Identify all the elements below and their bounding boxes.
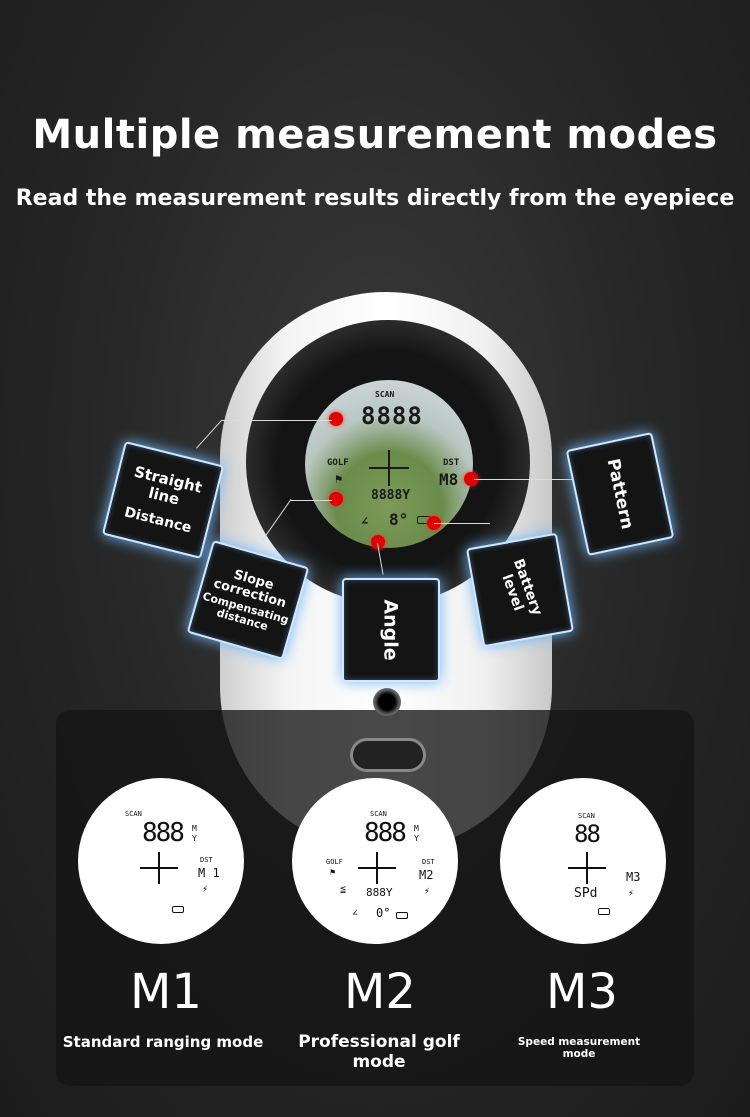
callout-straight-line-distance: Straight line Distance [101,441,225,559]
m1-dst-label: DST [200,856,213,864]
m1-unit-top: M [192,824,197,833]
m2-angle-readout: 0° [376,906,391,920]
lens-distance-readout: 8888 [361,402,423,430]
leader-distance-diag [196,419,223,449]
mode-m3-name: M3 [546,964,618,1020]
m1-mode-readout: M 1 [198,866,220,880]
lens-dst-label: DST [443,458,460,468]
m1-scan-label: SCAN [125,810,142,818]
usb-c-port [350,738,426,772]
m2-unit-top: M [414,824,419,833]
m3-mode-readout: M3 [626,870,641,884]
m2-mode-readout: M2 [419,868,434,882]
mode-display-m2: SCAN 888 M Y GOLF ⚑ DST M2 ≦ 888Y ⚡ ∠ 0° [292,778,458,944]
page-subtitle: Read the measurement results directly fr… [15,186,735,211]
mode-display-m3: SCAN 88 M3 SPd ⚡ [500,778,666,944]
m3-lightning-icon: ⚡ [628,888,635,899]
m2-lightning-icon: ⚡ [424,886,431,897]
callout-angle-label: Angle [379,599,402,661]
mode-m1-description: Standard ranging mode [62,1033,264,1051]
m3-digits: 88 [574,820,601,848]
callout-pattern-label: Pattern [602,456,638,532]
marker-slope [329,492,343,506]
lens-scan-label: SCAN [375,390,395,399]
callout-battery-label: Battery level [498,556,546,618]
m3-battery-icon [598,908,610,915]
mode-m2-name: M2 [344,964,416,1020]
mode-m3-description: Speed measurement mode [517,1036,641,1060]
m3-scan-label: SCAN [578,812,595,820]
lens-angle-readout: 8° [389,510,409,529]
page-title: Multiple measurement modes [32,112,718,158]
lens-angle-icon: ∠ [361,514,369,528]
m2-slope-icon: ≦ [340,884,347,895]
m2-scan-label: SCAN [370,810,387,818]
m2-flag-icon: ⚑ [330,868,336,878]
marker-angle [371,535,385,549]
m3-speed-readout: SPd [574,886,598,901]
m2-battery-icon [396,912,408,919]
m1-digits: 888 [142,818,185,848]
leader-distance [222,420,332,421]
m2-angle-icon: ∠ [352,908,359,919]
m2-crosshair-v [376,852,378,884]
lens-flag-icon: ⚑ [335,472,343,486]
mode-display-m1: SCAN 888 M Y DST M 1 ⚡ [78,778,244,944]
callout-pattern: Pattern [565,432,675,556]
m1-lightning-icon: ⚡ [202,884,209,895]
m1-crosshair-v [158,852,160,884]
device-button[interactable] [373,688,401,716]
lens-mode-readout: M8 [439,470,459,489]
m2-unit-bottom: Y [414,834,419,843]
lens-crosshair-vertical [388,450,390,486]
leader-slope [290,500,332,501]
lens-slope-distance: 8888Y [371,488,411,503]
m1-battery-icon [172,906,184,913]
marker-distance [329,412,343,426]
m2-digits: 888 [364,818,407,848]
mode-m2-description: Professional golf mode [298,1032,460,1072]
m2-slope-readout: 888Y [366,886,393,899]
m2-dst-label: DST [422,858,435,866]
mode-m1-name: M1 [130,964,202,1020]
leader-battery [434,523,490,524]
m2-golf-label: GOLF [326,858,343,866]
callout-angle: Angle [342,578,440,682]
marker-pattern [464,472,478,486]
eyepiece-lens: SCAN 8888 GOLF DST M8 8888Y 8° ∠ ⚑ [305,380,473,548]
m3-crosshair-v [586,852,588,884]
leader-pattern [474,479,588,480]
callout-battery-level: Battery level [466,532,574,648]
lens-golf-label: GOLF [327,458,349,468]
m1-unit-bottom: Y [192,834,197,843]
